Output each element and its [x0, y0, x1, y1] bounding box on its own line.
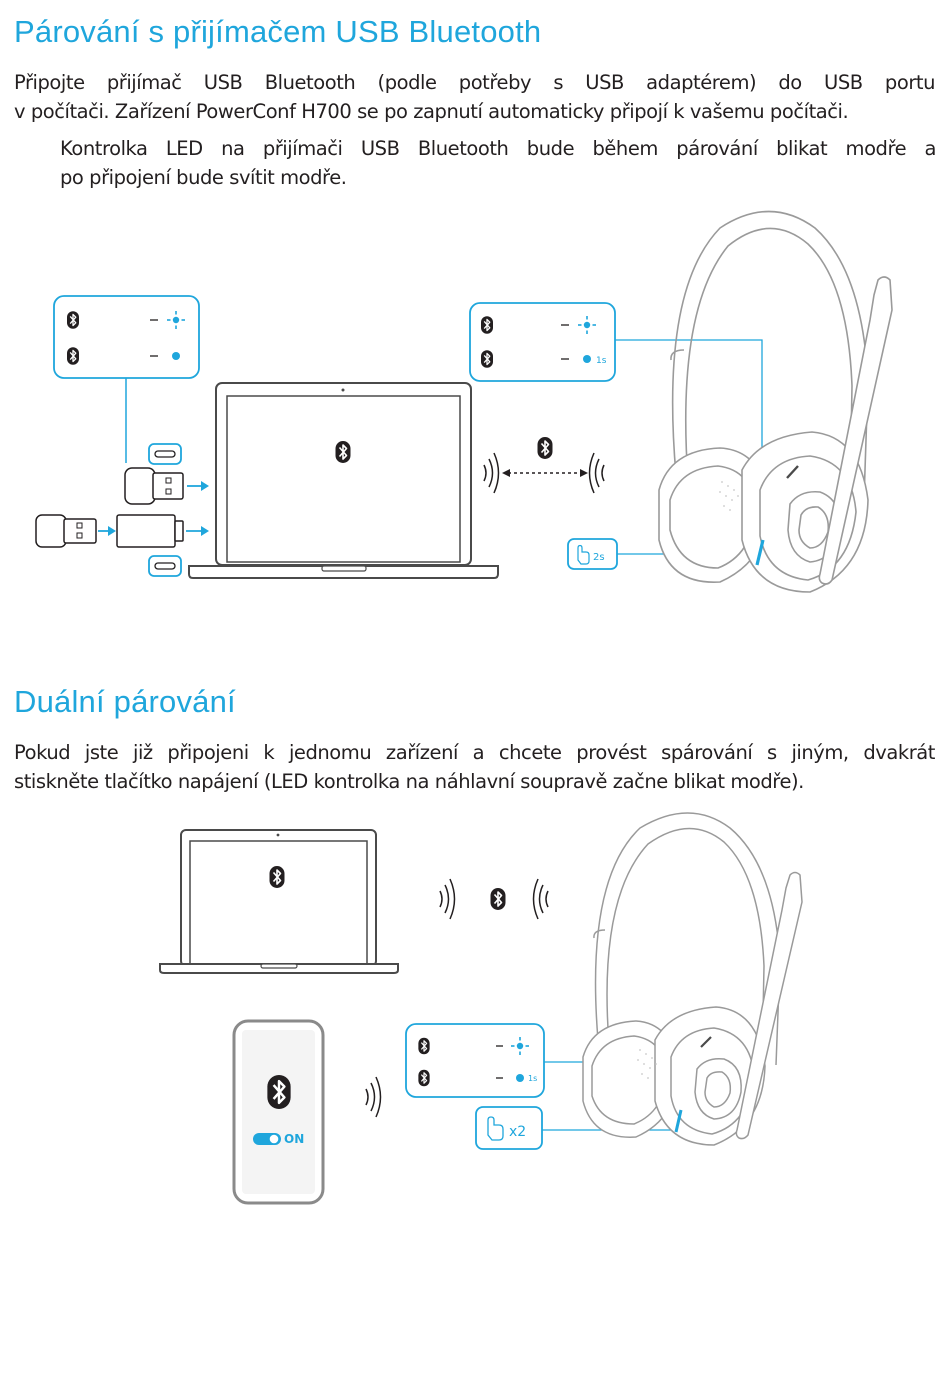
signal-waves-icon	[483, 452, 605, 494]
press-duration: 2s	[593, 552, 605, 563]
usb-receiver-group	[35, 443, 184, 577]
section1-note-line1: Kontrolka LED na přijímači USB Bluetooth…	[60, 137, 936, 160]
laptop	[188, 382, 499, 579]
headset-illustration	[582, 812, 803, 1146]
hand-press-icon	[487, 1116, 504, 1141]
section1-note-line2: po připojení bude svítit modře.	[60, 166, 347, 189]
section2-illustration: ON 1s x2	[159, 812, 803, 1205]
bluetooth-icon	[66, 310, 80, 330]
receiver-led-legend	[53, 295, 200, 379]
bluetooth-icon	[268, 865, 286, 889]
headset-grille	[637, 1049, 657, 1079]
headset-grille	[719, 481, 739, 511]
section1-heading: Párování s přijímačem USB Bluetooth	[14, 14, 542, 49]
headset-led-legend: 1s	[469, 302, 616, 382]
led-solid-icon	[516, 1074, 524, 1082]
bluetooth-icon	[334, 440, 352, 464]
bluetooth-icon	[266, 1073, 292, 1111]
bluetooth-icon	[480, 349, 494, 369]
bluetooth-icon	[536, 436, 554, 460]
headset-illustration	[658, 210, 893, 593]
hand-press-icon	[577, 544, 590, 565]
press-count: x2	[509, 1124, 526, 1140]
bluetooth-icon	[489, 887, 507, 911]
section1-illustration: 1s 2s	[35, 210, 893, 593]
signal-waves-icon	[365, 1076, 382, 1118]
section2-paragraph: Pokud jste již připojeni k jednomu zaříz…	[14, 738, 935, 796]
headset-led-legend: 1s	[405, 1023, 545, 1098]
laptop	[159, 829, 399, 974]
section2-heading: Duální párování	[14, 684, 236, 719]
section1-paragraph-line1: Připojte přijímač USB Bluetooth (podle p…	[14, 71, 935, 94]
led-blink-duration: 1s	[596, 356, 607, 366]
bluetooth-icon	[480, 315, 494, 335]
bluetooth-icon	[417, 1037, 431, 1055]
toggle-label: ON	[284, 1132, 304, 1146]
press-button-legend: x2	[475, 1106, 543, 1150]
signal-waves-icon	[439, 878, 549, 920]
bluetooth-icon	[417, 1069, 431, 1087]
section1-paragraph-line2: v počítači. Zařízení PowerConf H700 se p…	[14, 100, 849, 123]
section2-paragraph-line2: stiskněte tlačítko napájení (LED kontrol…	[14, 770, 804, 793]
led-solid-icon	[172, 352, 180, 360]
press-button-legend: 2s	[567, 538, 618, 570]
section1-note: Kontrolka LED na přijímači USB Bluetooth…	[60, 134, 936, 192]
bluetooth-icon	[66, 346, 80, 366]
phone: ON	[232, 1019, 325, 1205]
section2-paragraph-line1: Pokud jste již připojeni k jednomu zaříz…	[14, 741, 935, 764]
led-blink-duration: 1s	[528, 1074, 537, 1083]
led-solid-icon	[583, 355, 591, 363]
section1-paragraph: Připojte přijímač USB Bluetooth (podle p…	[14, 68, 935, 126]
